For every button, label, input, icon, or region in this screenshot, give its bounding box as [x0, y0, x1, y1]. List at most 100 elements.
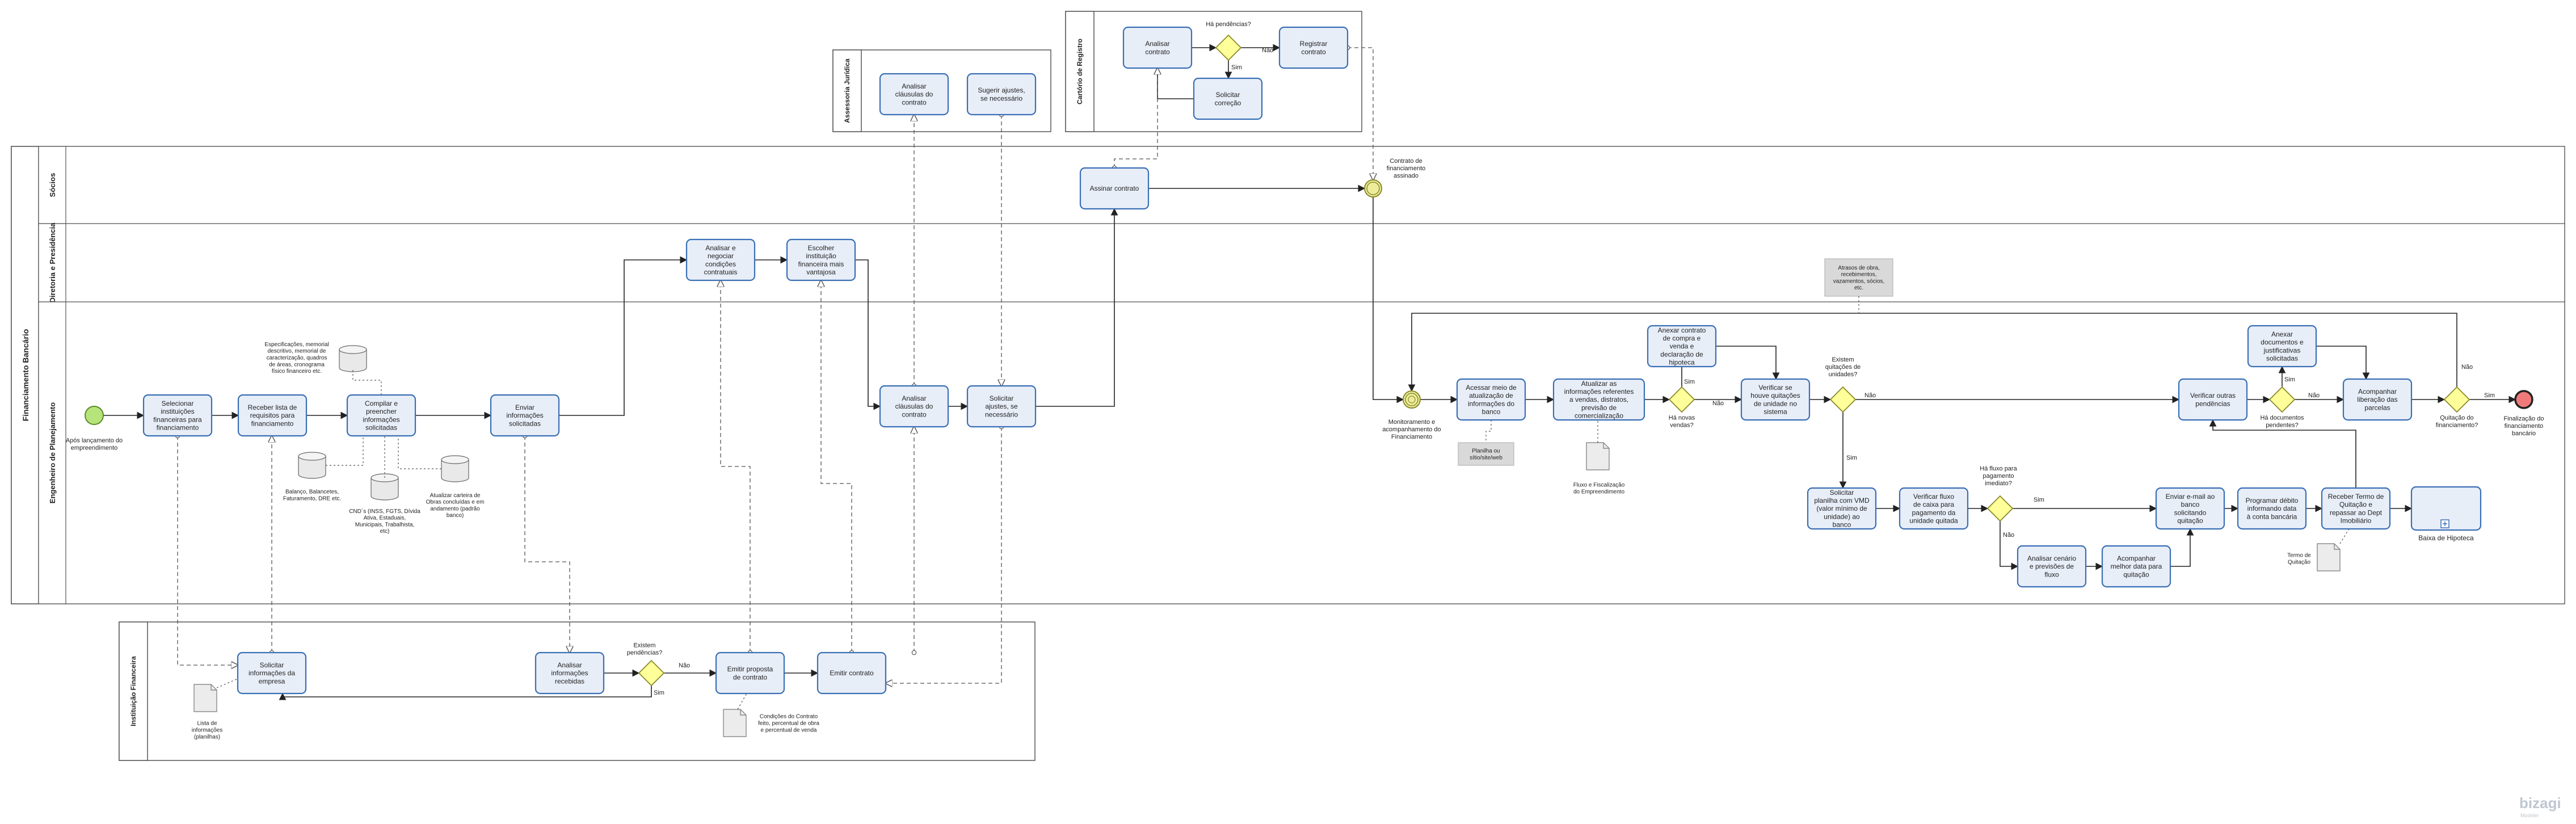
sequence-flow	[1716, 346, 1780, 380]
task-sugerir-ajustes-jur[interactable]: Sugerir ajustes,se necessário	[966, 73, 1037, 116]
message-flow	[525, 436, 570, 653]
flow-label-nao: Não	[2461, 364, 2473, 371]
message-flow	[721, 280, 750, 653]
sequence-flow	[2000, 521, 2019, 570]
sequence-flows	[103, 44, 2516, 700]
sequence-flow	[855, 259, 881, 410]
task-label: Emitir contrato	[830, 669, 874, 677]
timer-icon	[1408, 396, 1416, 403]
association	[326, 436, 364, 466]
sequence-flow	[1373, 197, 1404, 403]
flow-label-nao: Não	[2003, 532, 2014, 539]
flow-label-nao: Não	[679, 662, 690, 669]
flow-label-sim: Sim	[1231, 64, 1242, 71]
message-flows	[178, 48, 1373, 683]
gateway-ha-pendencias[interactable]: Há pendências?	[1206, 21, 1251, 61]
gateway-label: Há pendências?	[1206, 21, 1251, 28]
lane-label-engenheiro: Engenheiro de Planejamento	[48, 402, 57, 503]
task-emitir-contrato[interactable]: Emitir contrato	[816, 651, 887, 695]
lane-socios: Sócios	[38, 146, 2565, 224]
flow-label-sim: Sim	[1846, 455, 1857, 461]
subprocess-baixa-hipoteca[interactable]: Baixa de Hipoteca	[2410, 486, 2482, 542]
logo-subtext: Modeler	[2520, 813, 2539, 818]
flow-labels: SimNãoSimNãoSimNãoSimNãoSimNãoSimNãoNãoS…	[654, 47, 2495, 696]
pool-label-instituicao: Instituição Financeira	[129, 656, 137, 726]
sequence-flow	[1408, 313, 2457, 392]
task-assinar[interactable]: Assinar contrato	[1079, 167, 1150, 210]
association	[737, 693, 747, 710]
association	[1485, 420, 1492, 443]
flow-label-nao: Não	[2308, 392, 2320, 399]
message-flow	[1348, 48, 1373, 180]
annotation-atrasos: Atrasos de obra,recebimentos,vazamentos,…	[1824, 258, 1893, 297]
association	[398, 436, 441, 469]
task-label: Assinar contrato	[1090, 184, 1139, 192]
sequence-flow	[559, 256, 688, 416]
pool-label-financiamento: Financiamento Bancário	[21, 329, 30, 422]
